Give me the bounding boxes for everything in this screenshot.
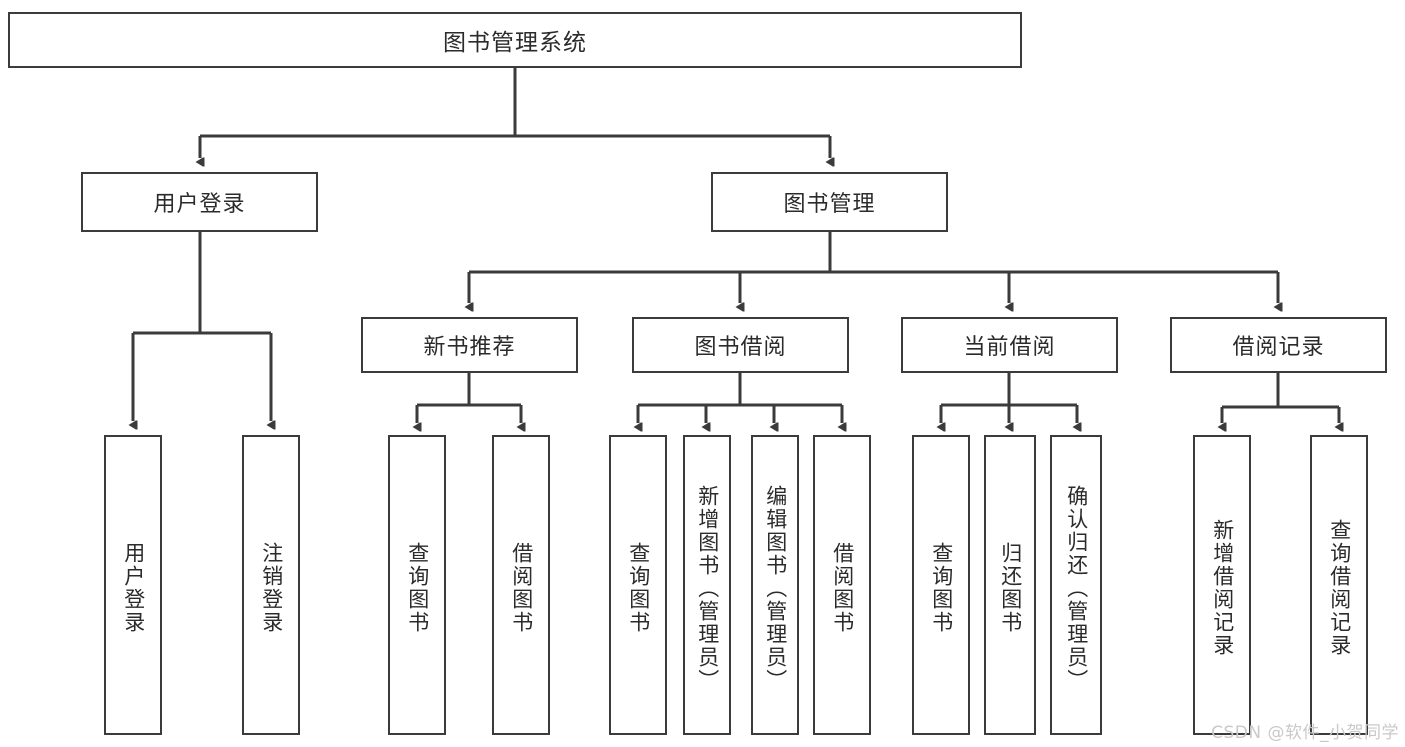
leaf-book-borrow-query[interactable]: 查询图书 <box>609 435 667 735</box>
node-user-login-label: 用户登录 <box>153 192 246 217</box>
node-new-book-recommend-label: 新书推荐 <box>423 335 516 360</box>
leaf-book-borrow-add[interactable]: 新增图书（管理员） <box>683 435 731 735</box>
leaf-new-book-borrow[interactable]: 借阅图书 <box>492 435 550 735</box>
leaf-borrow-record-add-label: 新增借阅记录 <box>1210 519 1235 657</box>
watermark: CSDN @软件_小贺同学 <box>1211 723 1399 743</box>
leaf-user-login-login-label: 用户登录 <box>121 542 146 634</box>
leaf-user-login-logout[interactable]: 注销登录 <box>242 435 300 735</box>
node-borrow-record-label: 借阅记录 <box>1232 335 1325 360</box>
leaf-current-borrow-confirm-label: 确认归还（管理员） <box>1064 484 1089 692</box>
leaf-book-borrow-edit-label: 编辑图书（管理员） <box>763 484 788 692</box>
leaf-book-borrow-add-label: 新增图书（管理员） <box>695 484 720 692</box>
leaf-new-book-borrow-label: 借阅图书 <box>509 542 534 634</box>
leaf-current-borrow-return[interactable]: 归还图书 <box>984 435 1036 735</box>
node-borrow-record[interactable]: 借阅记录 <box>1170 317 1387 373</box>
leaf-current-borrow-query[interactable]: 查询图书 <box>912 435 970 735</box>
node-root-system[interactable]: 图书管理系统 <box>8 12 1022 68</box>
leaf-book-borrow-query-label: 查询图书 <box>626 542 651 634</box>
leaf-book-borrow-borrow-label: 借阅图书 <box>830 542 855 634</box>
leaf-borrow-record-query[interactable]: 查询借阅记录 <box>1310 435 1368 735</box>
node-book-manage[interactable]: 图书管理 <box>711 172 948 232</box>
node-book-borrow[interactable]: 图书借阅 <box>632 317 849 373</box>
leaf-borrow-record-query-label: 查询借阅记录 <box>1327 519 1352 657</box>
leaf-new-book-query-label: 查询图书 <box>405 542 430 634</box>
node-root-system-label: 图书管理系统 <box>443 30 587 56</box>
leaf-user-login-login[interactable]: 用户登录 <box>104 435 162 735</box>
leaf-current-borrow-return-label: 归还图书 <box>998 542 1023 634</box>
node-current-borrow-label: 当前借阅 <box>963 335 1056 360</box>
leaf-current-borrow-confirm[interactable]: 确认归还（管理员） <box>1050 435 1102 735</box>
leaf-borrow-record-add[interactable]: 新增借阅记录 <box>1193 435 1251 735</box>
node-user-login[interactable]: 用户登录 <box>81 172 318 232</box>
node-book-borrow-label: 图书借阅 <box>694 335 787 360</box>
leaf-user-login-logout-label: 注销登录 <box>259 542 284 634</box>
node-book-manage-label: 图书管理 <box>783 192 876 217</box>
leaf-current-borrow-query-label: 查询图书 <box>929 542 954 634</box>
leaf-book-borrow-edit[interactable]: 编辑图书（管理员） <box>751 435 799 735</box>
node-current-borrow[interactable]: 当前借阅 <box>901 317 1118 373</box>
leaf-new-book-query[interactable]: 查询图书 <box>388 435 446 735</box>
node-new-book-recommend[interactable]: 新书推荐 <box>361 317 578 373</box>
leaf-book-borrow-borrow[interactable]: 借阅图书 <box>813 435 871 735</box>
